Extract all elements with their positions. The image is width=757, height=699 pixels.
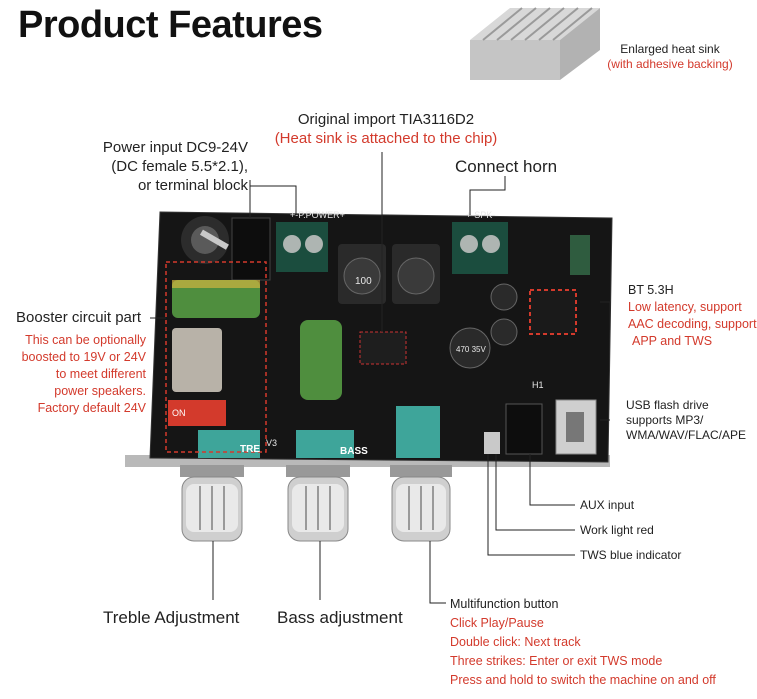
third-pot <box>396 406 440 458</box>
bt-label: BT 5.3H Low latency, support AAC decodin… <box>628 283 757 348</box>
capacitor <box>490 283 518 311</box>
booster-capacitors <box>172 280 260 318</box>
silk-v3: V3 <box>266 438 277 448</box>
bass-pot <box>296 430 354 458</box>
treble-knob <box>180 465 244 542</box>
booster-inductor <box>172 328 222 392</box>
bass-knob <box>286 465 350 542</box>
booster-box <box>165 261 267 453</box>
dc-jack <box>231 217 271 281</box>
horn-label: Connect horn <box>455 157 558 176</box>
silk-h1: H1 <box>532 380 544 390</box>
silk-tre: TRE <box>240 444 260 455</box>
speaker-terminal <box>452 222 508 274</box>
booster-heading: Booster circuit part <box>16 309 142 326</box>
silk-on: ON <box>172 408 186 418</box>
silk-bass: BASS <box>340 446 368 457</box>
multifunction-knob <box>390 465 452 542</box>
bass-label: Bass adjustment <box>277 608 403 627</box>
silk-spk: +-SPK- <box>466 210 495 220</box>
led-area <box>484 432 500 454</box>
main-capacitor <box>300 320 342 400</box>
multifunction-label: Multifunction button Click Play/Pause Do… <box>450 597 716 687</box>
aux-jack <box>505 403 543 455</box>
silk-cap: 470 35V <box>456 345 486 354</box>
treble-pot <box>198 430 260 458</box>
silk-power: +-P.POWER+ <box>290 210 345 220</box>
work-light-label: Work light red <box>580 523 654 537</box>
booster-switch <box>168 400 226 426</box>
treble-label: Treble Adjustment <box>103 608 240 627</box>
aux-label: AUX input <box>580 498 635 512</box>
chip-label: Original import TIA3116D2 (Heat sink is … <box>274 111 498 147</box>
power-label: Power input DC9-24V (DC female 5.5*2.1),… <box>102 139 248 194</box>
silk-inductor: 100 <box>355 276 372 287</box>
heat-sink-label: Enlarged heat sink (with adhesive backin… <box>607 42 733 71</box>
page-title: Product Features <box>18 4 323 46</box>
bt-module <box>529 289 577 335</box>
booster-description: This can be optionally boosted to 19V or… <box>21 333 146 415</box>
heat-sink-image <box>470 7 600 80</box>
amp-chip <box>359 331 407 365</box>
tws-label: TWS blue indicator <box>580 548 682 562</box>
callout-lines <box>150 152 611 604</box>
usb-label: USB flash drive supports MP3/ WMA/WAV/FL… <box>626 398 747 442</box>
